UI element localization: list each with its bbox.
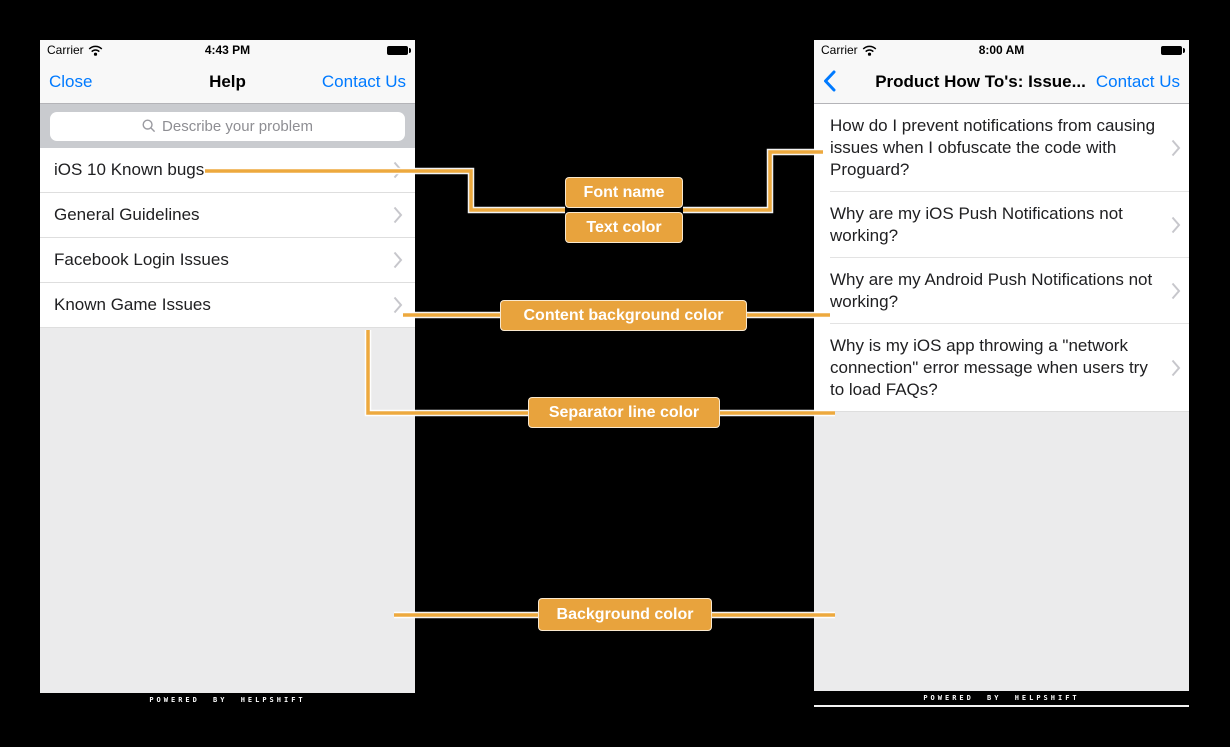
- list-item[interactable]: General Guidelines: [40, 193, 415, 238]
- list-item-label: iOS 10 Known bugs: [54, 160, 205, 179]
- carrier-label: Carrier: [821, 43, 858, 57]
- list-item[interactable]: Known Game Issues: [40, 283, 415, 328]
- nav-bar: Close Help Contact Us: [40, 60, 415, 104]
- list-item[interactable]: Why are my Android Push Notifications no…: [814, 258, 1189, 324]
- chevron-right-icon: [1171, 359, 1181, 377]
- list-item-label: How do I prevent notifications from caus…: [830, 116, 1156, 179]
- callout-font-name: Font name: [565, 177, 683, 208]
- powered-by-helpshift-footer: POWERED BY HELPSHIFT: [814, 691, 1189, 705]
- wifi-icon: [88, 45, 102, 56]
- back-button[interactable]: [823, 70, 836, 92]
- chevron-right-icon: [1171, 139, 1181, 157]
- list-item[interactable]: Facebook Login Issues: [40, 238, 415, 283]
- nav-bar: Product How To's: Issue... Contact Us: [814, 60, 1189, 104]
- faq-question-list: How do I prevent notifications from caus…: [814, 104, 1189, 412]
- carrier-label: Carrier: [47, 43, 84, 57]
- list-item[interactable]: Why are my iOS Push Notifications not wo…: [814, 192, 1189, 258]
- callout-text-color: Text color: [565, 212, 683, 243]
- chevron-right-icon: [1171, 216, 1181, 234]
- list-item-label: Known Game Issues: [54, 295, 211, 314]
- list-item[interactable]: Why is my iOS app throwing a "network co…: [814, 324, 1189, 412]
- search-placeholder: Describe your problem: [162, 117, 313, 135]
- carrier-area: Carrier: [821, 43, 877, 57]
- right-phone-screen: Carrier 8:00 AM Product How To's: Issue.…: [812, 38, 1191, 709]
- connector-font-name-right: [683, 148, 823, 214]
- carrier-area: Carrier: [47, 43, 103, 57]
- status-time: 8:00 AM: [978, 43, 1025, 57]
- status-bar: Carrier 4:43 PM: [40, 40, 415, 60]
- chevron-right-icon: [1171, 282, 1181, 300]
- list-item-label: Why is my iOS app throwing a "network co…: [830, 336, 1148, 399]
- callout-content-background: Content background color: [500, 300, 747, 331]
- status-time: 4:43 PM: [204, 43, 251, 57]
- powered-by-helpshift-footer: POWERED BY HELPSHIFT: [40, 693, 415, 707]
- callout-background-color: Background color: [538, 598, 712, 631]
- faq-section-list: iOS 10 Known bugs General Guidelines Fac…: [40, 148, 415, 328]
- chevron-right-icon: [393, 206, 403, 224]
- list-item[interactable]: iOS 10 Known bugs: [40, 148, 415, 193]
- wifi-icon: [862, 45, 876, 56]
- list-item-label: Facebook Login Issues: [54, 250, 229, 269]
- page-title: Product How To's: Issue...: [875, 71, 1086, 91]
- contact-us-button[interactable]: Contact Us: [321, 71, 406, 91]
- left-phone-screen: Carrier 4:43 PM Close Help Contact Us De…: [38, 38, 417, 709]
- close-button[interactable]: Close: [49, 71, 93, 91]
- battery-icon: [387, 45, 411, 55]
- chevron-right-icon: [393, 251, 403, 269]
- contact-us-button[interactable]: Contact Us: [1095, 71, 1180, 91]
- list-item-label: General Guidelines: [54, 205, 200, 224]
- callout-separator-line-color: Separator line color: [528, 397, 720, 428]
- page-title: Help: [209, 71, 246, 91]
- search-band: Describe your problem: [40, 104, 415, 148]
- list-item[interactable]: How do I prevent notifications from caus…: [814, 104, 1189, 192]
- search-icon: [142, 119, 156, 133]
- search-input[interactable]: Describe your problem: [50, 111, 405, 141]
- chevron-right-icon: [393, 161, 403, 179]
- list-item-label: Why are my iOS Push Notifications not wo…: [830, 204, 1123, 245]
- battery-icon: [1161, 45, 1185, 55]
- status-bar: Carrier 8:00 AM: [814, 40, 1189, 60]
- chevron-right-icon: [393, 296, 403, 314]
- list-item-label: Why are my Android Push Notifications no…: [830, 270, 1153, 311]
